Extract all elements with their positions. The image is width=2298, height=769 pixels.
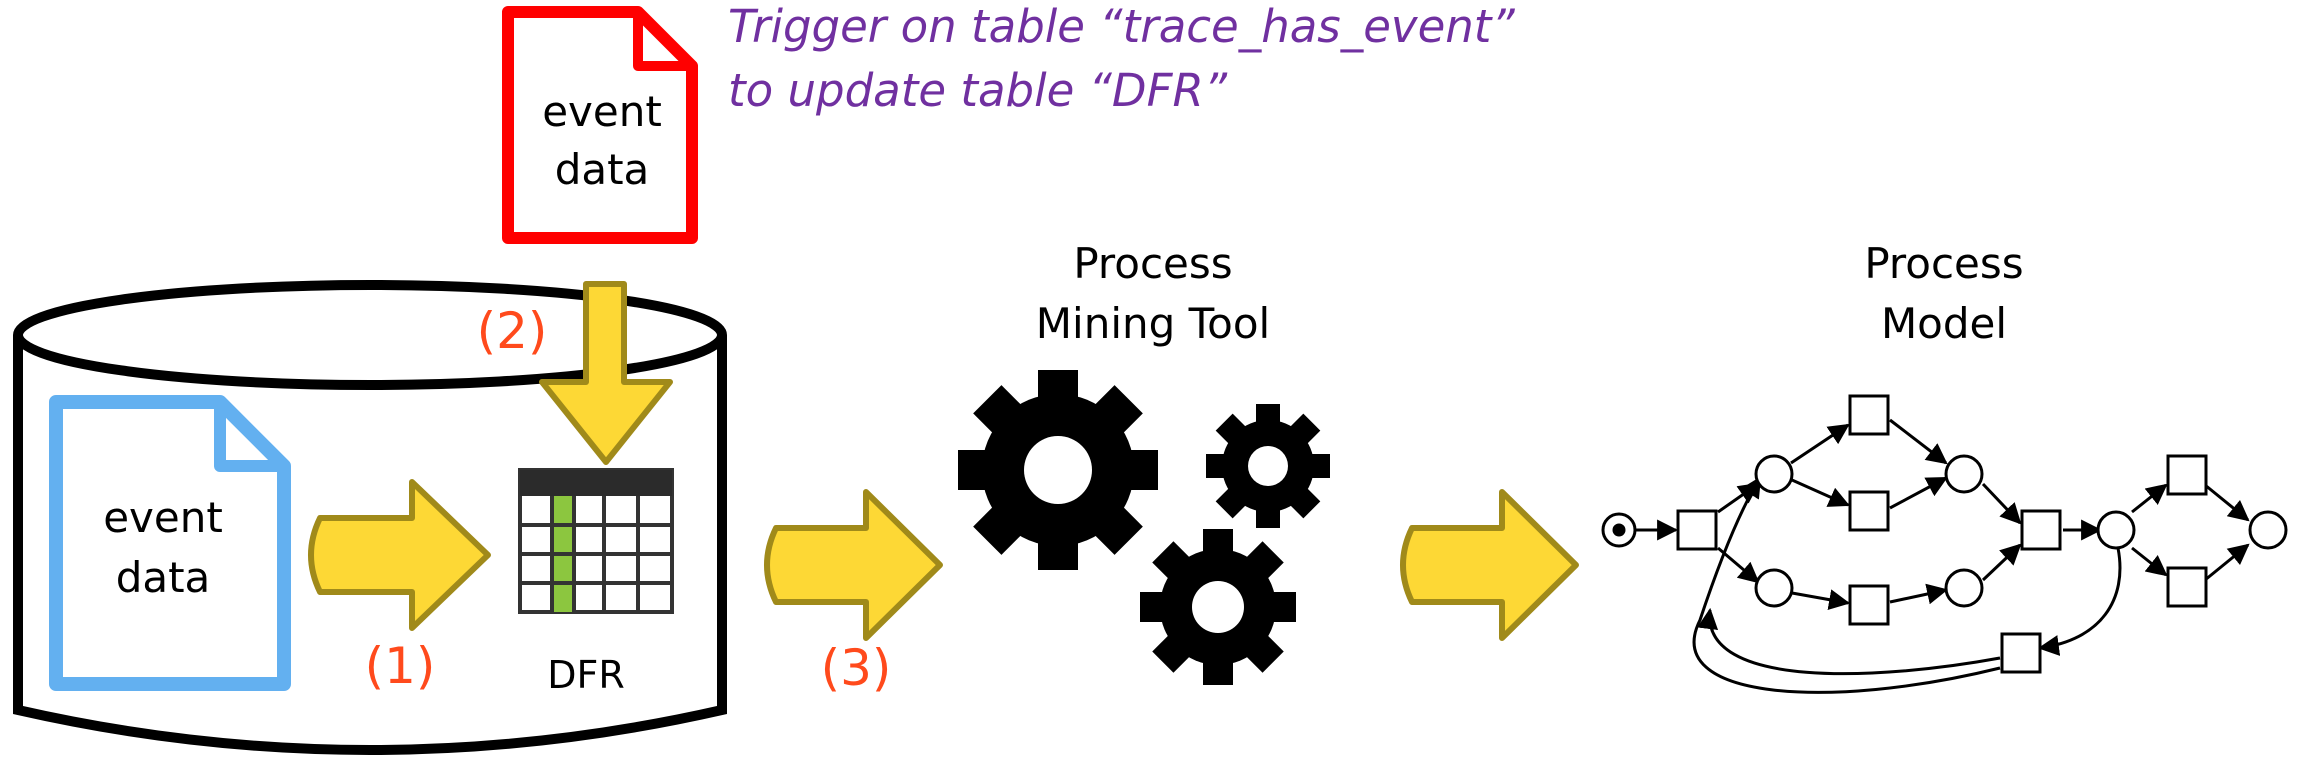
dfr-label: DFR xyxy=(547,653,625,697)
tool-label-line1: Process xyxy=(1073,239,1232,288)
trigger-text-line1: Trigger on table “trace_has_event” xyxy=(728,0,1515,53)
trigger-text-line2: to update table “DFR” xyxy=(728,64,1228,117)
arrow-step-1 xyxy=(308,479,491,631)
petri-net-icon xyxy=(1601,394,2288,694)
table-icon xyxy=(518,468,674,614)
model-label-line2: Model xyxy=(1881,299,2007,348)
step-label-2: (2) xyxy=(477,302,548,360)
arrow-to-model xyxy=(1400,489,1579,641)
step-label-1: (1) xyxy=(365,637,436,695)
tool-label-line2: Mining Tool xyxy=(1036,299,1270,348)
blue-document-icon: event data xyxy=(49,395,291,691)
arrow-step-2 xyxy=(539,281,673,465)
arrow-step-3 xyxy=(764,489,943,641)
red-document-line1: event xyxy=(542,87,662,136)
red-document-icon: event data xyxy=(502,6,698,244)
blue-document-line1: event xyxy=(103,493,223,542)
gear-small-icon xyxy=(1206,404,1330,528)
red-document-line2: data xyxy=(555,145,650,194)
gear-large-icon xyxy=(958,370,1158,570)
gear-medium-icon xyxy=(1140,529,1296,685)
step-label-3: (3) xyxy=(821,639,892,697)
blue-document-line2: data xyxy=(116,553,211,602)
gears-icon xyxy=(958,370,1330,685)
model-label-line1: Process xyxy=(1864,239,2023,288)
